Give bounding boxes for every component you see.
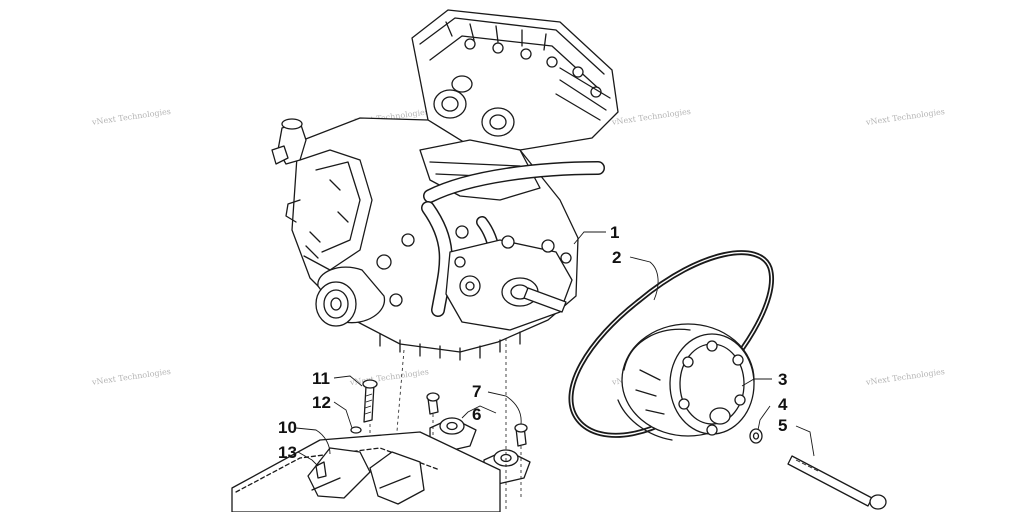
watermark: vNext Technologies	[610, 107, 691, 127]
callout-2: 2	[612, 248, 621, 267]
callout-13: 13	[278, 443, 297, 462]
callout-1: 1	[610, 223, 619, 242]
callout-5: 5	[778, 416, 787, 435]
callout-12: 12	[312, 393, 331, 412]
washer	[749, 428, 763, 444]
mount-bolt	[362, 379, 378, 423]
oil-filter	[315, 266, 386, 327]
clutch-bolt	[787, 455, 887, 510]
callout-3: 3	[778, 370, 787, 389]
drive-clutch	[617, 323, 755, 441]
engine-assembly	[271, 9, 619, 361]
watermark: vNext Technologies	[864, 367, 945, 387]
callout-10: 10	[278, 418, 297, 437]
watermark: vNext Technologies	[90, 107, 171, 127]
callout-6: 6	[472, 405, 481, 424]
callout-4: 4	[778, 395, 788, 414]
watermark: vNext Technologies	[864, 107, 945, 127]
callout-11: 11	[312, 369, 330, 388]
callout-labels: 1 2 3 4 5 6 7 10 11 12 13	[278, 223, 788, 462]
leader-lines	[295, 231, 815, 467]
watermark: vNext Technologies	[90, 367, 171, 387]
mount-washer	[350, 426, 362, 434]
callout-7: 7	[472, 382, 481, 401]
mount-plate	[231, 431, 501, 512]
